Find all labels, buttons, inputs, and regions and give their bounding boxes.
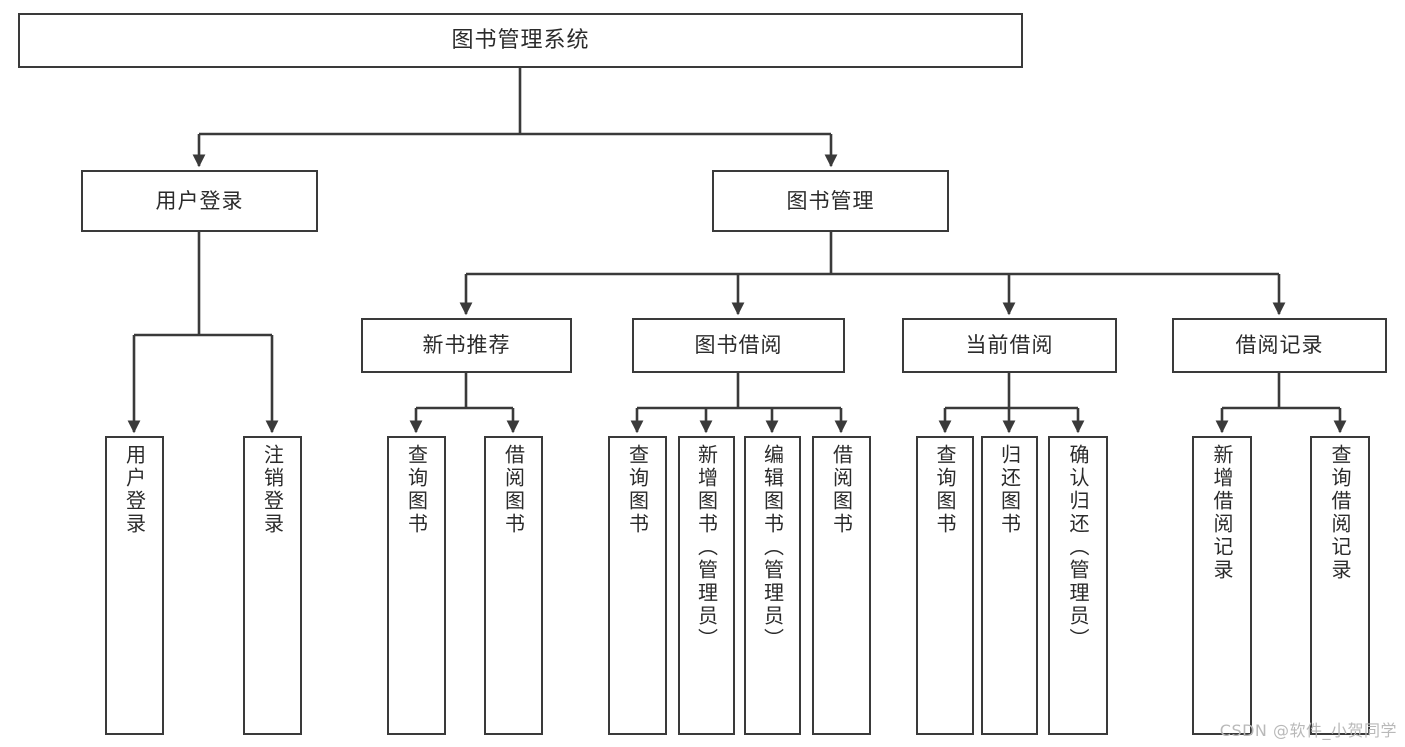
node-book-borrow[interactable]: 图书借阅 [632, 318, 845, 373]
leaf-record-query-record[interactable]: 查询借阅记录 [1310, 436, 1370, 735]
node-label: 用户登录 [122, 444, 147, 536]
node-label: 图书管理 [786, 188, 875, 213]
node-label: 借阅记录 [1235, 333, 1324, 358]
node-label: 用户登录 [155, 188, 244, 213]
node-label: 归还图书 [997, 444, 1022, 536]
node-book-management[interactable]: 图书管理 [712, 170, 949, 232]
leaf-borrow-query-book[interactable]: 查询图书 [608, 436, 667, 735]
leaf-user-login-logout[interactable]: 注销登录 [243, 436, 302, 735]
node-label: 当前借阅 [965, 333, 1054, 358]
csdn-watermark: CSDN @软件_小贺同学 [1219, 721, 1397, 740]
node-label: 图书管理系统 [451, 27, 590, 53]
node-label: 借阅图书 [829, 444, 854, 536]
node-borrow-record[interactable]: 借阅记录 [1172, 318, 1387, 373]
node-current-borrow[interactable]: 当前借阅 [902, 318, 1117, 373]
leaf-recommend-query-book[interactable]: 查询图书 [387, 436, 446, 735]
node-new-book-recommend[interactable]: 新书推荐 [361, 318, 572, 373]
node-label: 注销登录 [260, 444, 285, 536]
node-user-login[interactable]: 用户登录 [81, 170, 318, 232]
leaf-current-confirm-return-admin[interactable]: 确认归还（管理员） [1048, 436, 1108, 735]
leaf-current-return-book[interactable]: 归还图书 [981, 436, 1038, 735]
node-label: 确认归还（管理员） [1066, 444, 1090, 651]
node-label: 新增图书（管理员） [694, 444, 719, 651]
leaf-user-login-login[interactable]: 用户登录 [105, 436, 164, 735]
leaf-borrow-add-book-admin[interactable]: 新增图书（管理员） [678, 436, 735, 735]
node-label: 查询图书 [404, 444, 429, 536]
node-label: 图书借阅 [694, 333, 783, 358]
node-label: 新增借阅记录 [1210, 444, 1234, 582]
node-label: 新书推荐 [422, 333, 511, 358]
node-label: 编辑图书（管理员） [760, 444, 785, 651]
leaf-current-query-book[interactable]: 查询图书 [916, 436, 974, 735]
leaf-recommend-borrow-book[interactable]: 借阅图书 [484, 436, 543, 735]
node-label: 查询图书 [933, 444, 957, 536]
leaf-record-add-record[interactable]: 新增借阅记录 [1192, 436, 1252, 735]
node-label: 查询图书 [625, 444, 650, 536]
node-label: 借阅图书 [501, 444, 526, 536]
node-root-system[interactable]: 图书管理系统 [18, 13, 1023, 68]
node-label: 查询借阅记录 [1328, 444, 1352, 582]
leaf-borrow-edit-book-admin[interactable]: 编辑图书（管理员） [744, 436, 801, 735]
leaf-borrow-borrow-book[interactable]: 借阅图书 [812, 436, 871, 735]
